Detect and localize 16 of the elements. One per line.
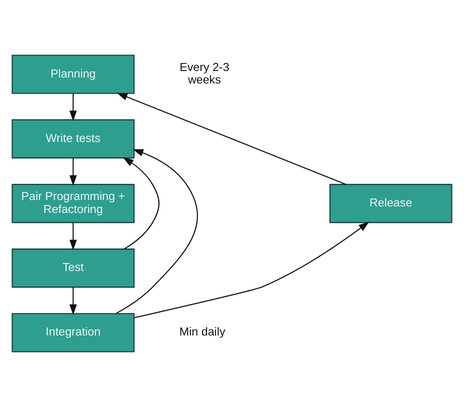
arrow: [69, 222, 77, 250]
node-box: Release: [329, 184, 452, 224]
arrow: [69, 93, 77, 122]
arrow: [134, 222, 370, 318]
arrow: [122, 157, 160, 250]
node-box: Planning: [12, 54, 135, 94]
node-box: Pair Programming + Refactoring: [12, 184, 135, 224]
node-box: Write tests: [12, 119, 135, 158]
arrow: [116, 92, 346, 185]
node-label: Every 2-3 weeks: [180, 60, 230, 87]
node-label: Min daily: [179, 326, 226, 339]
node-box: Test: [12, 248, 135, 288]
arrow: [69, 158, 77, 186]
arrow: [69, 287, 77, 315]
arrow: [116, 149, 198, 314]
node-box: Integration: [12, 313, 135, 352]
